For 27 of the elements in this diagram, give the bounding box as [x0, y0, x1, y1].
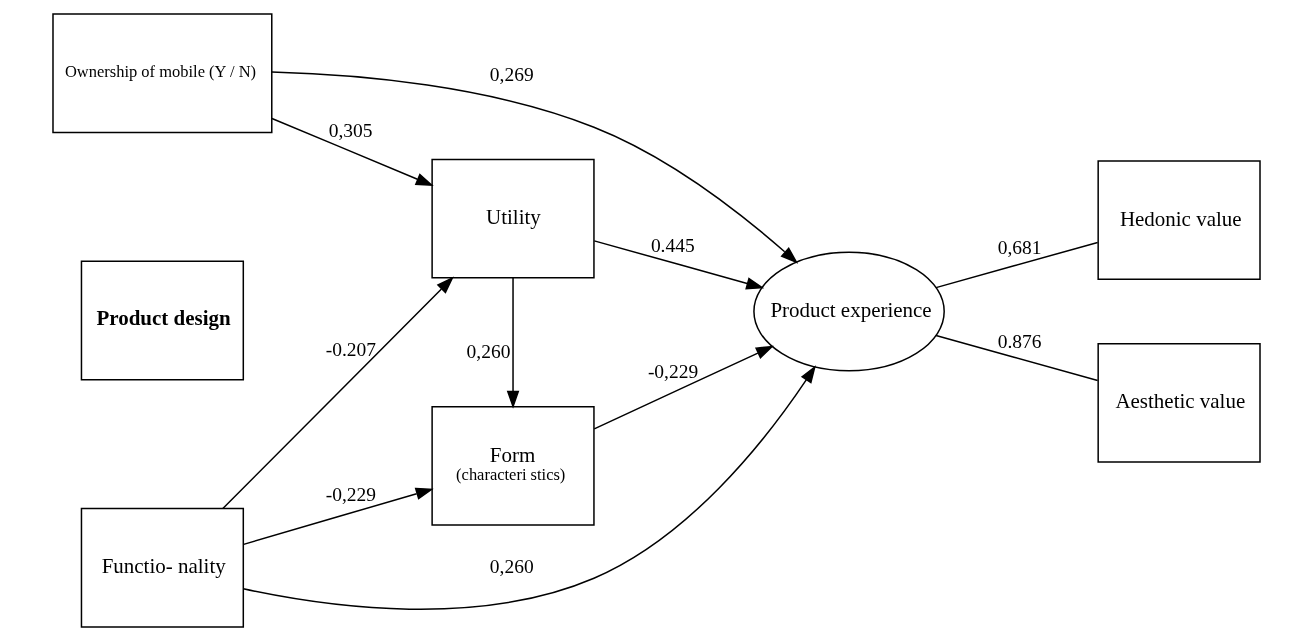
- node-box: Form (characteri stics): [430, 405, 595, 526]
- arrow: [593, 240, 764, 290]
- connector: [934, 334, 1098, 382]
- edge-label: 0,260: [489, 555, 534, 577]
- edge-label: -0,229: [647, 361, 698, 383]
- edge-label: 0,681: [997, 236, 1042, 258]
- arrow: [242, 365, 816, 610]
- node-box: Functio- nality: [80, 507, 244, 628]
- arrow: [506, 277, 519, 409]
- edge-label: 0,269: [489, 64, 534, 86]
- edge-label: 0,260: [466, 341, 510, 363]
- arrow: [270, 71, 798, 264]
- arrow: [221, 276, 454, 510]
- arrow: [242, 487, 434, 546]
- node-box: Utility: [430, 158, 595, 279]
- node-box: Aesthetic value: [1096, 343, 1261, 463]
- edge-label: 0.445: [650, 235, 695, 257]
- node-box: Ownership of mobile (Y / N): [51, 13, 273, 134]
- edge-label: -0,229: [325, 483, 376, 505]
- edge-label: 0.876: [997, 331, 1042, 353]
- arrow: [270, 117, 434, 187]
- connector: [934, 241, 1098, 289]
- edge-label: 0,305: [328, 119, 373, 141]
- node-box: Hedonic value: [1096, 160, 1261, 281]
- arrow: [593, 345, 774, 430]
- edge-label: -0.207: [325, 338, 376, 360]
- node-box: Product design: [80, 260, 244, 381]
